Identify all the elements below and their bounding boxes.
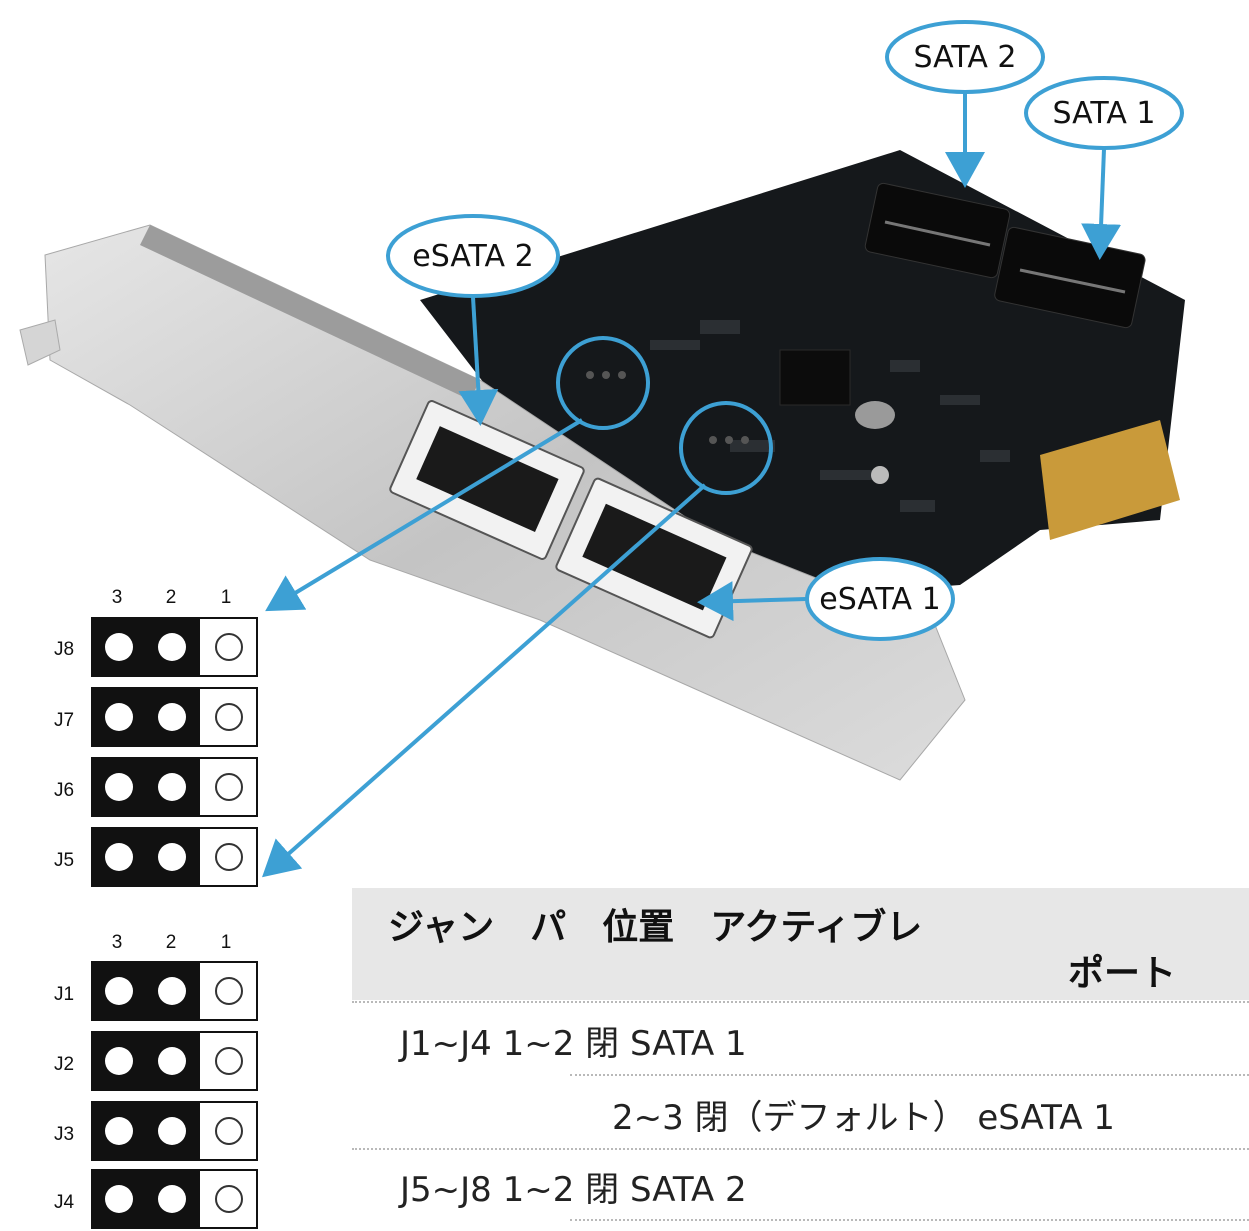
jumper-group-bottom: J1 J2 J3 J4 <box>54 961 258 1229</box>
table-header-line1: ジャン パ 位置 アクティブレ <box>388 907 923 948</box>
table-divider <box>570 1219 1249 1221</box>
table-divider <box>352 1148 1249 1150</box>
svg-text:2: 2 <box>166 932 177 953</box>
svg-text:3: 3 <box>112 932 123 953</box>
callout-sata2: SATA 2 <box>885 20 1045 94</box>
table-row: 2~3 閉（デフォルト） eSATA 1 <box>612 1098 1115 1138</box>
jumper-j4: J4 <box>54 1169 258 1229</box>
table-divider <box>352 1001 1249 1003</box>
svg-text:J5: J5 <box>54 850 74 871</box>
callout-sata2-label: SATA 2 <box>914 40 1017 75</box>
svg-text:J7: J7 <box>54 710 74 731</box>
svg-text:J8: J8 <box>54 639 74 660</box>
svg-text:J3: J3 <box>54 1124 74 1145</box>
jumper-j2: J2 <box>54 1031 258 1091</box>
jumper-j3: J3 <box>54 1101 258 1161</box>
table-header-background <box>352 888 1249 1000</box>
jumper-j5: J5 <box>54 827 258 887</box>
svg-text:J6: J6 <box>54 780 74 801</box>
callout-esata2: eSATA 2 <box>386 214 560 298</box>
svg-text:J2: J2 <box>54 1054 74 1075</box>
crystal <box>855 401 895 429</box>
jumper-j6: J6 <box>54 757 258 817</box>
table-row: J1~J4 1~2 閉 SATA 1 <box>400 1024 747 1064</box>
jumper-j1: J1 <box>54 961 258 1021</box>
svg-text:J4: J4 <box>54 1192 75 1213</box>
callout-sata1: SATA 1 <box>1024 76 1184 150</box>
jumper-block-circle-1 <box>556 336 650 430</box>
jumper-block-circle-2 <box>679 401 773 495</box>
jumper-group-top: J8 J7 J6 J5 <box>54 617 258 887</box>
table-row: J5~J8 1~2 閉 SATA 2 <box>400 1170 747 1210</box>
callout-arrows <box>262 93 1122 878</box>
callout-esata2-label: eSATA 2 <box>412 239 533 274</box>
pin-numbers-bottom: 3 2 1 <box>112 932 232 953</box>
table-divider <box>570 1074 1249 1076</box>
svg-text:3: 3 <box>112 587 123 608</box>
controller-chip <box>779 349 851 406</box>
table-header-line2: ポート <box>1068 953 1177 994</box>
jumper-j7: J7 <box>54 687 258 747</box>
svg-text:1: 1 <box>221 587 232 608</box>
svg-text:J1: J1 <box>54 984 74 1005</box>
svg-text:1: 1 <box>221 932 232 953</box>
callout-sata1-label: SATA 1 <box>1053 96 1156 131</box>
gold-fingers <box>1040 420 1180 540</box>
pin-numbers-top: 3 2 1 <box>112 587 232 608</box>
callout-esata1: eSATA 1 <box>805 557 955 641</box>
sata2-connector <box>864 182 1011 279</box>
jumper-j8: J8 <box>54 617 258 677</box>
svg-text:2: 2 <box>166 587 177 608</box>
callout-esata1-label: eSATA 1 <box>819 582 940 617</box>
